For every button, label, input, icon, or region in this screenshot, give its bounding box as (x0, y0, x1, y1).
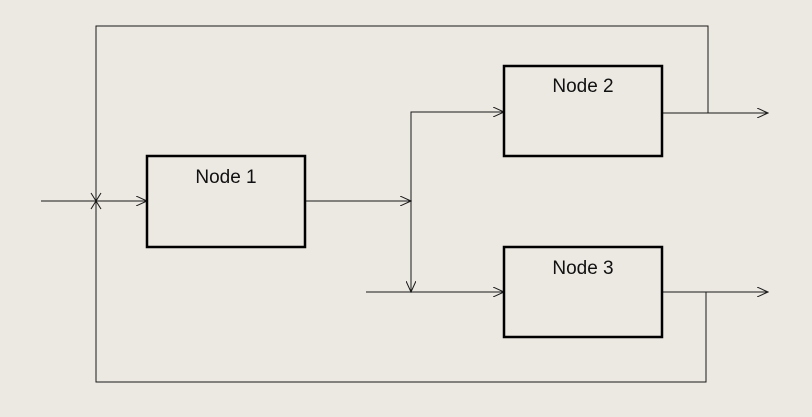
branch-to-node2 (410, 112, 504, 201)
node-2-box (502, 64, 664, 158)
node-1: Node 1 (145, 154, 307, 249)
node-3: Node 3 (502, 245, 664, 339)
node-2: Node 2 (502, 64, 664, 158)
node-1-box (145, 154, 307, 249)
junction-mark-b (90, 192, 102, 210)
node-3-box (502, 245, 664, 339)
feedback-line-bottom (95, 201, 707, 383)
node-2-label: Node 2 (552, 76, 613, 97)
node-1-label: Node 1 (195, 167, 256, 188)
feedback-line-top (95, 25, 709, 201)
node-3-label: Node 3 (552, 258, 613, 279)
